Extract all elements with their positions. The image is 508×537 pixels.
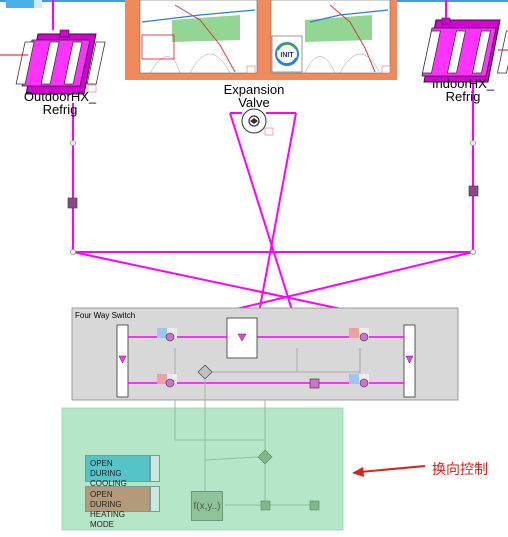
note-cooling-tab: [150, 455, 160, 482]
top-left-tab-2: [34, 0, 42, 8]
outdoor-hx-block[interactable]: [15, 29, 106, 95]
note-heating-line2: HEATING MODE: [90, 510, 125, 529]
pipe-node: [70, 249, 76, 255]
function-block[interactable]: f(x,y..): [191, 491, 223, 521]
init-refresh-icon[interactable]: INIT: [275, 42, 299, 66]
expansion-valve-label: Expansion Valve: [209, 83, 299, 109]
annotation-label: 换向控制: [432, 462, 488, 478]
note-cooling-line1: OPEN DURING: [90, 459, 122, 478]
four-way-switch[interactable]: [71, 307, 459, 401]
indoor-hx-label-line2: Refrig: [445, 89, 481, 104]
note-heating-tab: [150, 486, 160, 512]
pipe-node: [70, 140, 76, 146]
expansion-valve[interactable]: [241, 108, 274, 136]
note-open-during-heating[interactable]: OPEN DURING HEATING MODE: [85, 486, 150, 529]
plot-panel[interactable]: [125, 0, 264, 80]
note-open-during-cooling[interactable]: OPEN DURING COOLING: [85, 455, 150, 488]
note-cooling-line2: COOLING: [90, 479, 127, 488]
init-panel[interactable]: [264, 0, 397, 80]
outdoor-hx-label-line1: OutdoorHX_: [23, 89, 97, 104]
indoor-hx-label: IndoorHX_ Refrig: [413, 77, 508, 103]
pipe-node: [470, 249, 476, 255]
expansion-valve-label-line1: Expansion: [223, 82, 285, 97]
indoor-hx-label-line1: IndoorHX_: [431, 76, 495, 91]
pipe-node: [470, 140, 476, 146]
init-label: INIT: [280, 52, 294, 59]
pipe-sensor[interactable]: [67, 197, 78, 209]
four-way-switch-title: Four Way Switch: [75, 311, 135, 320]
note-heating-line1: OPEN DURING: [90, 490, 122, 509]
top-left-tab: [6, 0, 34, 8]
annotation-arrow: [352, 465, 426, 477]
indoor-hx-block[interactable]: [421, 17, 508, 83]
expansion-valve-label-line2: Valve: [238, 95, 270, 110]
outdoor-hx-label: OutdoorHX_ Refrig: [10, 90, 110, 116]
pipe-sensor[interactable]: [468, 185, 479, 197]
outdoor-hx-label-line2: Refrig: [42, 102, 78, 117]
